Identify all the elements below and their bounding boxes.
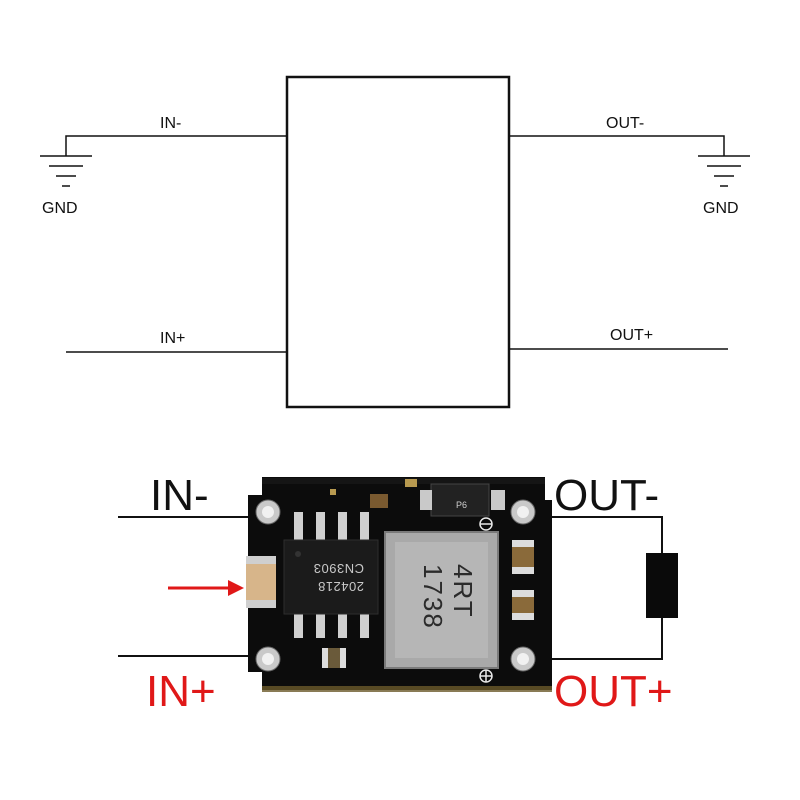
- polarity-marks: [479, 517, 493, 683]
- board-label-in-minus: IN-: [150, 471, 209, 520]
- label-out-minus: OUT-: [606, 115, 644, 132]
- board-wire-out-plus: [520, 618, 663, 660]
- inductor-marking-line2: 1738: [418, 564, 448, 630]
- ic-pins: [294, 512, 369, 638]
- board-label-in-plus: IN+: [146, 667, 216, 716]
- label-in-minus: IN-: [160, 115, 181, 132]
- inductor-marking-line1: 4RT: [448, 564, 478, 619]
- schematic: IN- GND IN+ OUT- GND OUT+: [40, 75, 750, 409]
- wire-out-minus: [509, 135, 725, 156]
- diode: [430, 483, 490, 517]
- ground-symbol-right: [698, 155, 750, 187]
- board-label-out-minus: OUT-: [554, 471, 659, 520]
- board-illustration: 204218 CN3903 4RT 1738 P6: [118, 471, 678, 716]
- diode-marking: P6: [456, 500, 467, 510]
- label-gnd-left: GND: [42, 200, 78, 217]
- wire-in-minus: [65, 135, 287, 156]
- chip-marking-line1: 204218: [318, 579, 364, 594]
- board-label-out-plus: OUT+: [554, 667, 673, 716]
- load-resistor: [646, 553, 678, 618]
- red-arrow-icon: [168, 580, 244, 596]
- converter-block: [285, 75, 511, 409]
- board-wire-out-minus: [520, 516, 663, 553]
- smd-components: [322, 494, 534, 668]
- chip-marking-line2: CN3903: [313, 561, 364, 576]
- ground-symbol-left: [40, 155, 92, 187]
- label-in-plus: IN+: [160, 330, 185, 347]
- input-capacitor: [246, 556, 276, 608]
- label-gnd-right: GND: [703, 200, 739, 217]
- label-out-plus: OUT+: [610, 327, 653, 344]
